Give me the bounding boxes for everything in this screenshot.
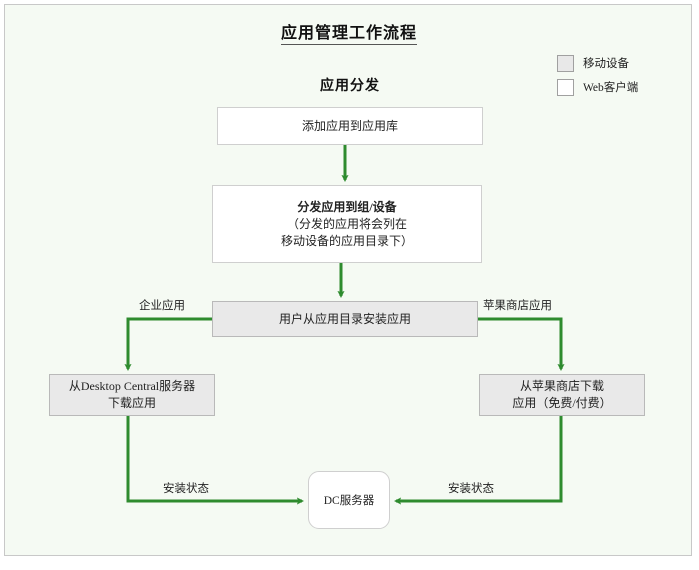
node-add-app-label: 添加应用到应用库 [301,118,398,133]
node-distribute-app: 分发应用到组/设备 （分发的应用将会列在 移动设备的应用目录下） [212,185,482,263]
node-store-download-line-2: 应用（免费/付费） [512,396,612,410]
node-dc-download-line-1: 从Desktop Central服务器 [68,379,196,393]
legend-item-web-client: Web客户端 [557,75,687,99]
node-dc-server: DC服务器 [308,471,390,529]
flowchart-canvas: 应用管理工作流程 移动设备 Web客户端 应用分发 [4,4,692,556]
node-download-from-dc-server: 从Desktop Central服务器 下载应用 [49,374,215,416]
node-download-from-app-store: 从苹果商店下载 应用（免费/付费） [479,374,645,416]
section-subtitle: 应用分发 [320,79,380,94]
node-distribute-subline-2: 移动设备的应用目录下） [280,233,413,248]
legend-swatch-gray-icon [557,54,574,72]
node-add-app-to-library: 添加应用到应用库 [217,107,483,145]
edge-install-to-dc-download [124,317,212,372]
node-user-install-label: 用户从应用目录安装应用 [278,311,411,326]
edge-dc-download-to-server [126,416,305,505]
node-distribute-subline-1: （分发的应用将会列在 [286,216,407,231]
edge-label-enterprise-app: 企业应用 [139,300,185,312]
legend-label-mobile-device: 移动设备 [583,58,629,70]
edge-label-status-left: 安装状态 [163,483,209,495]
edge-label-status-right: 安装状态 [448,483,494,495]
node-dc-server-label: DC服务器 [323,495,375,507]
legend-label-web-client: Web客户端 [583,82,639,94]
page-title: 应用管理工作流程 [5,19,693,45]
legend-swatch-white-icon [557,78,574,96]
node-store-download-line-1: 从苹果商店下载 [519,379,604,393]
edge-install-to-store-download [478,317,565,372]
node-user-install-app: 用户从应用目录安装应用 [212,301,478,337]
legend-item-mobile-device: 移动设备 [557,51,687,75]
legend: 移动设备 Web客户端 [557,51,687,99]
edge-label-appstore-app: 苹果商店应用 [483,300,552,312]
page-title-text: 应用管理工作流程 [280,25,417,45]
node-dc-download-line-2: 下载应用 [107,396,156,410]
node-distribute-title: 分发应用到组/设备 [297,199,397,214]
